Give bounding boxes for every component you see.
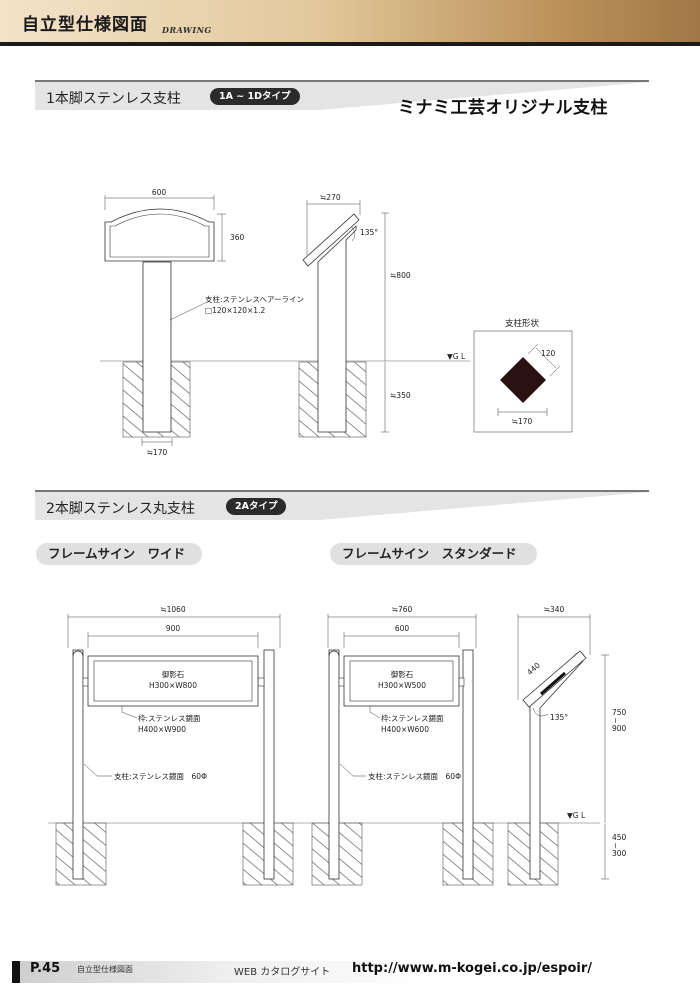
section1-bar-cut xyxy=(319,82,649,110)
tab-frame-sign-wide: フレームサイン ワイド xyxy=(36,543,202,565)
section2-rule xyxy=(35,490,649,492)
brand-title: ミナミ工芸オリジナル支柱 xyxy=(398,98,608,118)
wide-post-note: 支柱:ステンレス鏡面 60Φ xyxy=(114,771,207,781)
front-view-1-leg: 600 360 支柱:ステンレスヘアーライン □120×120×1.2 ≒170 xyxy=(104,188,304,457)
footer-accent xyxy=(12,961,20,983)
standard-panel-size: H300×W500 xyxy=(378,681,426,690)
dim-depth-350: ≒350 xyxy=(390,391,411,400)
gl-label-1: ▼G L xyxy=(447,352,466,361)
dim-height-800: ≒800 xyxy=(390,271,411,280)
frame-sign-side-view: ≒340 440 135° 750 ≀ 900 450 ≀ 300 xyxy=(507,605,627,886)
page-header xyxy=(0,0,700,42)
wide-outer-dim: ≒1060 xyxy=(160,605,186,614)
dim-height-360: 360 xyxy=(230,233,245,242)
side-diag-dim: 440 xyxy=(525,661,542,677)
side-height-bottom: 900 xyxy=(612,724,627,733)
section1-title: 1本脚ステンレス支柱 xyxy=(46,91,181,107)
footer-web-label: WEB カタログサイト xyxy=(234,967,331,978)
standard-frame-material: 枠:ステンレス鏡面 xyxy=(381,713,444,723)
footer-label: 自立型仕様図面 xyxy=(77,965,133,974)
page-number: P.45 xyxy=(30,961,61,976)
wide-panel-size: H300×W800 xyxy=(149,681,197,690)
side-view-1-leg: ≒270 135° ≒800 ≒350 xyxy=(298,193,411,438)
gl-label-2: ▼G L xyxy=(567,811,586,820)
standard-panel-material: 御影石 xyxy=(391,669,414,679)
page-footer: P.45 自立型仕様図面 WEB カタログサイト http://www.m-ko… xyxy=(0,955,700,988)
side-top-dim: ≒340 xyxy=(544,605,565,614)
post-size-note: □120×120×1.2 xyxy=(205,306,265,315)
section1-rule xyxy=(35,80,649,82)
post-material-note: 支柱:ステンレスヘアーライン xyxy=(205,294,304,304)
dim-width-600: 600 xyxy=(152,188,167,197)
side-depth-tilde: ≀ xyxy=(614,841,617,850)
tab-frame-sign-standard: フレームサイン スタンダード xyxy=(330,543,537,565)
section1-badge: 1A ~ 1Dタイプ xyxy=(210,88,300,105)
dim-side-270: ≒270 xyxy=(320,193,341,202)
standard-outer-dim: ≒760 xyxy=(392,605,413,614)
footer-bar xyxy=(20,961,700,983)
inset-title: 支柱形状 xyxy=(505,318,540,329)
side-depth-top: 450 xyxy=(612,833,627,842)
page-subtitle: DRAWING xyxy=(162,25,212,35)
dim-angle-135: 135° xyxy=(360,228,378,237)
footer-url-link[interactable]: http://www.m-kogei.co.jp/espoir/ xyxy=(352,961,592,976)
wide-frame-material: 枠:ステンレス鏡面 xyxy=(138,713,201,723)
standard-post-note: 支柱:ステンレス鏡面 60Φ xyxy=(368,771,461,781)
side-depth-bottom: 300 xyxy=(612,849,627,858)
header-rule xyxy=(0,42,700,46)
wide-panel-material: 御影石 xyxy=(162,669,185,679)
post-shape-inset: 支柱形状 120 ≒170 xyxy=(473,318,573,433)
frame-sign-wide-drawing: ≒1060 900 御影石 H300×W800 枠:ステンレス鏡面 H400×W… xyxy=(55,605,294,886)
dim-base-170: ≒170 xyxy=(147,448,168,457)
page-title: 自立型仕様図面 xyxy=(22,15,148,35)
side-height-tilde: ≀ xyxy=(614,716,617,725)
section2-bar-cut xyxy=(319,492,649,520)
section2-badge: 2Aタイプ xyxy=(226,498,287,515)
side-angle: 135° xyxy=(550,713,568,722)
wide-inner-dim: 900 xyxy=(166,624,181,633)
standard-inner-dim: 600 xyxy=(395,624,410,633)
side-height-top: 750 xyxy=(612,708,627,717)
wide-frame-size: H400×W900 xyxy=(138,725,186,734)
section2-title: 2本脚ステンレス丸支柱 xyxy=(46,501,195,517)
frame-sign-standard-drawing: ≒760 600 御影石 H300×W500 枠:ステンレス鏡面 H400×W6… xyxy=(311,605,494,886)
inset-size-120: 120 xyxy=(541,349,556,358)
inset-base-170: ≒170 xyxy=(512,417,533,426)
standard-frame-size: H400×W600 xyxy=(381,725,429,734)
